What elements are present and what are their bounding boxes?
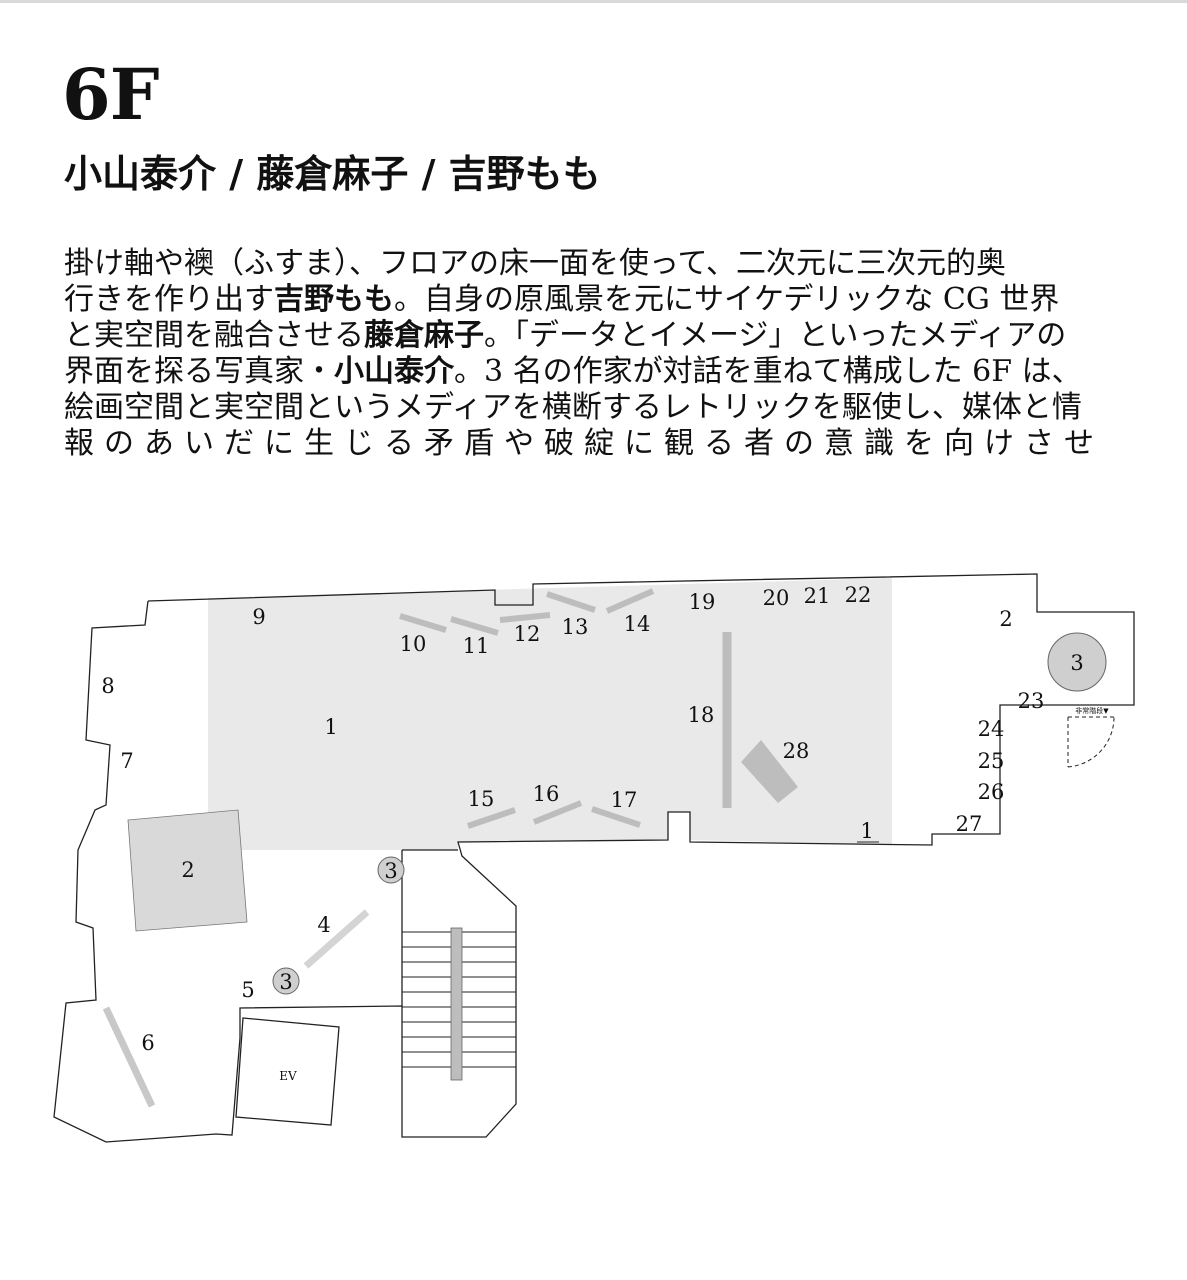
- description-line: 行きを作り出す吉野もも。自身の原風景を元にサイケデリックな CG 世界: [64, 282, 1104, 318]
- artwork-number: 20: [763, 586, 790, 610]
- artwork-number: 6: [141, 1031, 154, 1055]
- artwork-number: 10: [400, 632, 427, 656]
- artwork-number: 16: [533, 782, 560, 806]
- artwork-number: 15: [468, 787, 495, 811]
- artwork-number: 23: [1018, 689, 1045, 713]
- stairwell: [401, 849, 516, 1081]
- artwork-number: 26: [978, 780, 1005, 804]
- artwork-number: 12: [514, 622, 541, 646]
- artwork-number: 27: [956, 812, 983, 836]
- artwork-10-bar: [399, 613, 447, 633]
- artwork-number: 13: [562, 615, 589, 639]
- floor-map: EV 非常階段▼ 1 1 2 2 3 3 3 4 5 6 7 8: [53, 573, 1135, 1143]
- artwork-number: 11: [463, 634, 490, 658]
- artwork-number: 1: [324, 715, 337, 739]
- artwork-number: 19: [689, 590, 716, 614]
- artwork-11-bar: [450, 616, 499, 636]
- description-text: 。3 名の作家が対話を重ねて構成した 6F は、: [454, 354, 1082, 389]
- artwork-number: 18: [688, 703, 715, 727]
- artist-highlight: 吉野もも: [274, 282, 394, 317]
- artwork-number: 3: [384, 859, 397, 883]
- artwork-number: 28: [783, 739, 810, 763]
- description-text: 掛け軸や襖（ふすま）、フロアの床一面を使って、二次元に三次元的奥: [64, 246, 1006, 281]
- description-line: 界面を探る写真家・小山泰介。3 名の作家が対話を重ねて構成した 6F は、: [64, 354, 1104, 390]
- artwork-14-bar: [605, 588, 655, 614]
- artist-names: 小山泰介 / 藤倉麻子 / 吉野もも: [64, 151, 601, 196]
- top-divider: [0, 0, 1187, 3]
- artwork-number: 7: [120, 749, 133, 773]
- floor-outline: [53, 573, 1135, 1143]
- floor-description: 掛け軸や襖（ふすま）、フロアの床一面を使って、二次元に三次元的奥 行きを作り出す…: [64, 246, 1104, 462]
- artwork-3-circle: [377, 856, 405, 884]
- artwork-3-circle: [272, 967, 300, 995]
- artwork-number: 3: [279, 970, 292, 994]
- artwork-6-bar: [102, 1006, 156, 1108]
- elevator: [235, 1017, 340, 1126]
- artwork-number: 4: [317, 913, 330, 937]
- artwork-3-circle-large: [1047, 632, 1107, 692]
- description-line: 報のあいだに生じる矛盾や破綻に観る者の意識を向けさせる。: [64, 426, 1104, 462]
- description-line: と実空間を融合させる藤倉麻子。「データとイメージ」といったメディアの: [64, 318, 1104, 354]
- artwork-number: 24: [978, 717, 1005, 741]
- description-line: 絵画空間と実空間というメディアを横断するレトリックを駆使し、媒体と情: [64, 390, 1104, 426]
- artwork-number: 2: [999, 607, 1012, 631]
- description-text: 。「データとイメージ」といったメディアの: [484, 318, 1067, 353]
- artwork-number: 21: [804, 584, 831, 608]
- artwork-4-bar: [303, 909, 370, 969]
- emergency-exit-door: 非常階段▼: [1067, 706, 1115, 768]
- description-text: 報のあいだに生じる矛盾や破綻に観る者の意識を向けさせる。: [64, 426, 1104, 461]
- artwork-13-bar: [546, 591, 596, 613]
- artwork-17-bar: [591, 806, 641, 828]
- artwork-number: 2: [181, 858, 194, 882]
- artwork-number: 5: [241, 978, 254, 1002]
- description-text: 行きを作り出す: [64, 282, 274, 317]
- artwork-16-bar: [532, 800, 583, 825]
- artwork-number: 25: [978, 749, 1005, 773]
- artist-highlight: 藤倉麻子: [364, 318, 484, 353]
- elevator-label: EV: [279, 1069, 297, 1083]
- artwork-number: 3: [1070, 651, 1083, 675]
- artwork-number: 14: [624, 612, 651, 636]
- artwork-number: 8: [101, 674, 114, 698]
- floor-title: 6F: [62, 53, 159, 136]
- emergency-exit-label: 非常階段▼: [1075, 706, 1109, 715]
- artwork-number: 9: [252, 605, 265, 629]
- artist-highlight: 小山泰介: [334, 354, 454, 389]
- description-text: 界面を探る写真家・: [64, 354, 334, 389]
- artwork-12-bar: [499, 612, 551, 623]
- artwork-28-block: [741, 740, 798, 803]
- description-text: 。自身の原風景を元にサイケデリックな CG 世界: [394, 282, 1060, 317]
- artwork-15-bar: [467, 807, 516, 829]
- artwork-number: 17: [611, 788, 638, 812]
- artwork-number: 22: [845, 583, 872, 607]
- artwork-2-panel: [127, 809, 248, 932]
- description-line: 掛け軸や襖（ふすま）、フロアの床一面を使って、二次元に三次元的奥: [64, 246, 1104, 282]
- main-exhibition-area: [208, 578, 892, 850]
- description-text: と実空間を融合させる: [64, 318, 364, 353]
- description-text: 絵画空間と実空間というメディアを横断するレトリックを駆使し、媒体と情: [64, 390, 1082, 425]
- artwork-number: 1: [860, 819, 873, 843]
